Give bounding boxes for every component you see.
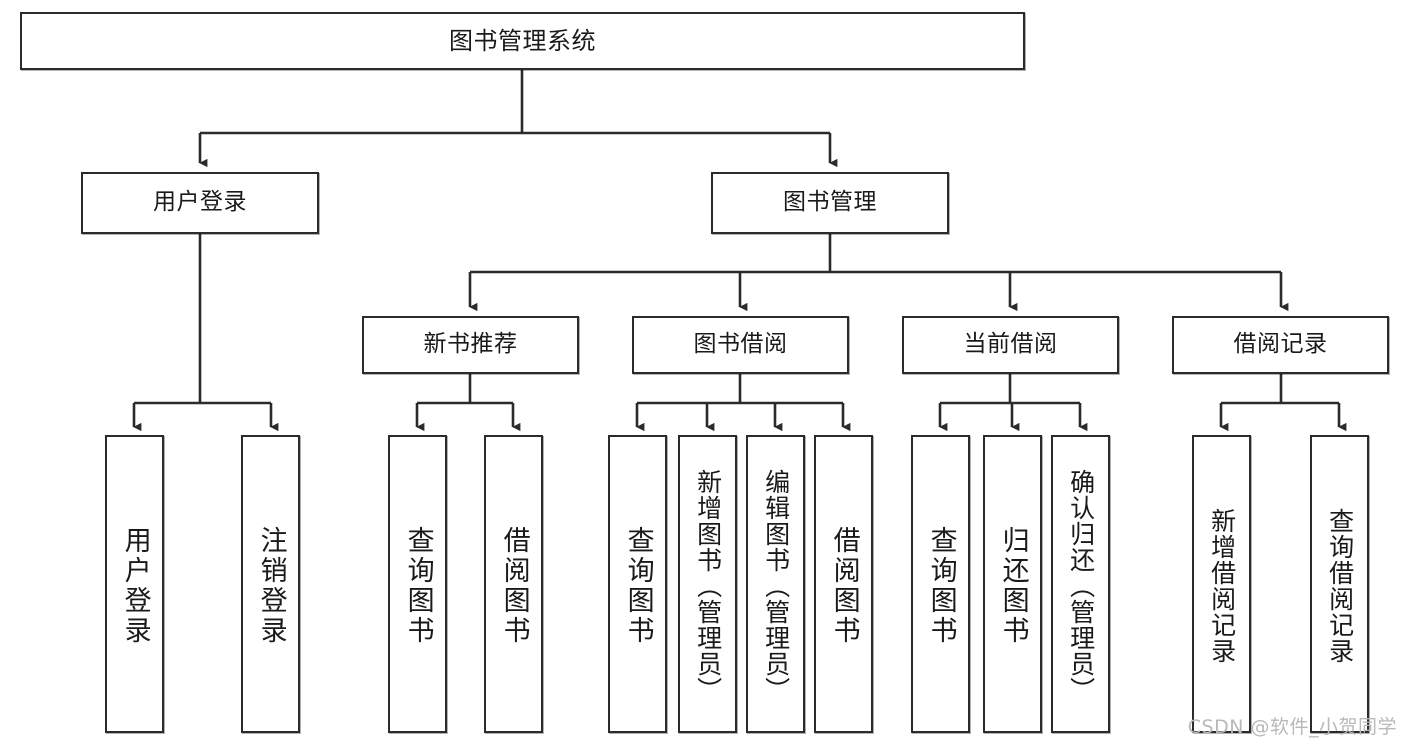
leaf-add-book-admin[interactable]: 新增图书（管理员） bbox=[678, 435, 737, 733]
node-label: 新书推荐 bbox=[423, 331, 518, 358]
node-new-book-recommend[interactable]: 新书推荐 bbox=[362, 316, 579, 374]
node-label: 当前借阅 bbox=[963, 331, 1058, 358]
node-borrow-record[interactable]: 借阅记录 bbox=[1172, 316, 1389, 374]
node-label: 用户登录 bbox=[153, 189, 247, 216]
node-label: 查询借阅记录 bbox=[1325, 508, 1355, 664]
leaf-query-borrow-record[interactable]: 查询借阅记录 bbox=[1310, 435, 1369, 733]
node-label: 图书借阅 bbox=[693, 331, 788, 358]
node-root-system[interactable]: 图书管理系统 bbox=[20, 12, 1025, 70]
leaf-edit-book-admin[interactable]: 编辑图书（管理员） bbox=[746, 435, 805, 733]
node-label: 借阅图书 bbox=[828, 526, 860, 646]
leaf-confirm-return-admin[interactable]: 确认归还（管理员） bbox=[1051, 435, 1110, 733]
leaf-logout[interactable]: 注销登录 bbox=[241, 435, 300, 733]
node-label: 用户登录 bbox=[119, 526, 151, 646]
node-label: 查询图书 bbox=[925, 526, 957, 646]
leaf-query-book-current[interactable]: 查询图书 bbox=[911, 435, 970, 733]
leaf-add-borrow-record[interactable]: 新增借阅记录 bbox=[1192, 435, 1251, 733]
node-label: 归还图书 bbox=[997, 526, 1029, 646]
node-label: 新增图书（管理员） bbox=[693, 469, 723, 703]
node-current-borrow[interactable]: 当前借阅 bbox=[902, 316, 1119, 374]
node-label: 图书管理 bbox=[783, 189, 877, 216]
node-label: 新增借阅记录 bbox=[1207, 508, 1237, 664]
node-label: 借阅记录 bbox=[1233, 331, 1328, 358]
node-label: 借阅图书 bbox=[498, 526, 530, 646]
leaf-borrow-book-recommend[interactable]: 借阅图书 bbox=[484, 435, 543, 733]
node-book-management[interactable]: 图书管理 bbox=[711, 172, 949, 234]
leaf-user-login[interactable]: 用户登录 bbox=[105, 435, 164, 733]
csdn-watermark: CSDN @软件_小贺同学 bbox=[1187, 716, 1397, 738]
node-book-borrow[interactable]: 图书借阅 bbox=[632, 316, 849, 374]
node-label: 查询图书 bbox=[622, 526, 654, 646]
node-label: 确认归还（管理员） bbox=[1066, 469, 1096, 703]
leaf-query-book-recommend[interactable]: 查询图书 bbox=[388, 435, 447, 733]
node-label: 查询图书 bbox=[402, 526, 434, 646]
node-user-login[interactable]: 用户登录 bbox=[81, 172, 319, 234]
leaf-borrow-book[interactable]: 借阅图书 bbox=[814, 435, 873, 733]
node-label: 编辑图书（管理员） bbox=[761, 469, 791, 703]
leaf-return-book[interactable]: 归还图书 bbox=[983, 435, 1042, 733]
node-label: 图书管理系统 bbox=[449, 26, 596, 55]
node-label: 注销登录 bbox=[255, 526, 287, 646]
leaf-query-book-borrow[interactable]: 查询图书 bbox=[608, 435, 667, 733]
